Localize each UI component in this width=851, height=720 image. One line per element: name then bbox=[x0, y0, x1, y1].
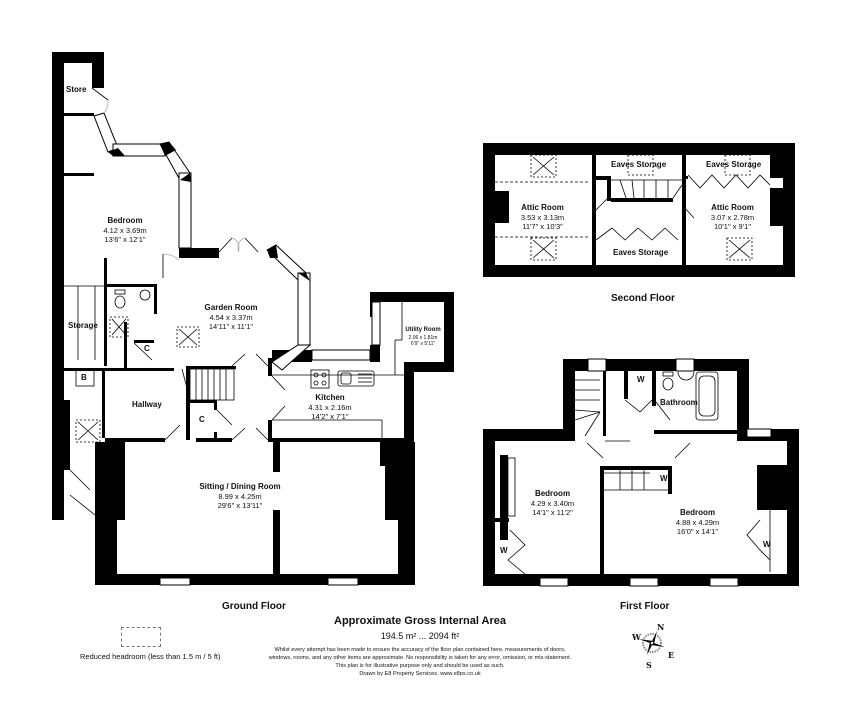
room-imperial: 10'1" x 9'1" bbox=[714, 222, 751, 232]
room-imperial: 11'7" x 10'3" bbox=[522, 222, 563, 232]
room-imperial: 29'6" x 13'11" bbox=[217, 501, 263, 511]
room-name: Garden Room bbox=[204, 303, 258, 312]
first-floor-windows bbox=[539, 358, 772, 587]
room-imperial: 14'1" x 11'2" bbox=[532, 508, 573, 518]
room-metric: 4.12 x 3.69m bbox=[103, 226, 147, 235]
second-floor-walls bbox=[483, 143, 795, 277]
room-bedroom-first-1: Bedroom 4.29 x 3.40m 14'1" x 11'2" bbox=[520, 489, 585, 518]
second-floor-lines bbox=[495, 154, 771, 261]
wardrobe-label: W bbox=[660, 474, 668, 483]
room-imperial: 16'0" x 14'1" bbox=[676, 527, 719, 537]
disclaimer-line: windows, rooms, and any other items are … bbox=[268, 655, 572, 662]
cupboard-label: C bbox=[199, 415, 205, 424]
room-imperial: 14'11" x 11'1" bbox=[208, 322, 254, 332]
gross-area-value: 194.5 m² ... 2094 ft² bbox=[380, 631, 460, 641]
boiler-label: B bbox=[81, 373, 87, 382]
credit-line: Drawn by E8 Property Services. www.e8ps.… bbox=[359, 671, 481, 678]
room-metric: 3.53 x 3.13m bbox=[520, 213, 565, 222]
ground-floor-interior-lines bbox=[64, 87, 408, 516]
first-floor-lines bbox=[507, 371, 771, 575]
disclaimer-line: This plan is for illustrative purpose on… bbox=[335, 663, 505, 670]
room-label-hallway: Hallway bbox=[132, 400, 162, 409]
room-kitchen: Kitchen 4.31 x 2.16m 14'2" x 7'1" bbox=[305, 393, 355, 422]
room-attic-1: Attic Room 3.53 x 3.13m 11'7" x 10'3" bbox=[510, 203, 575, 232]
ground-floor-bay-windows bbox=[93, 112, 381, 586]
room-label-storage: Storage bbox=[68, 321, 98, 330]
room-name: Bedroom bbox=[534, 489, 571, 498]
cupboard-label: C bbox=[144, 344, 150, 353]
room-metric: 4.88 x 4.29m bbox=[675, 518, 720, 527]
first-floor-walls bbox=[483, 359, 799, 586]
gross-area-title: Approximate Gross Internal Area bbox=[334, 615, 506, 627]
reduced-headroom-swatch bbox=[121, 627, 161, 647]
room-sitting-dining: Sitting / Dining Room 8.99 x 4.25m 29'6"… bbox=[195, 482, 285, 511]
room-metric: 3.07 x 2.78m bbox=[710, 213, 755, 222]
room-metric: 8.99 x 4.25m bbox=[218, 492, 262, 501]
room-imperial: 13'6" x 12'1" bbox=[104, 235, 146, 245]
room-metric: 4.29 x 3.40m bbox=[530, 499, 575, 508]
room-label-eaves-storage: Eaves Storage bbox=[611, 160, 667, 169]
room-label-store: Store bbox=[66, 85, 87, 94]
room-name: Attic Room bbox=[521, 203, 564, 212]
room-label-eaves-storage: Eaves Storage bbox=[706, 160, 762, 169]
floor-label-first: First Floor bbox=[620, 601, 670, 612]
room-bedroom-first-2: Bedroom 4.88 x 4.29m 16'0" x 14'1" bbox=[665, 508, 730, 537]
room-name: Attic Room bbox=[711, 203, 754, 212]
wardrobe-label: W bbox=[637, 375, 645, 384]
compass-south-label: S bbox=[646, 660, 652, 670]
room-attic-2: Attic Room 3.07 x 2.78m 10'1" x 9'1" bbox=[700, 203, 765, 232]
reduced-headroom-legend: Reduced headroom (less than 1.5 m / 5 ft… bbox=[80, 652, 221, 661]
disclaimer: Whilst every attempt has been made to en… bbox=[230, 646, 610, 678]
room-name: Sitting / Dining Room bbox=[199, 482, 281, 491]
room-imperial: 6'9" x 5'11" bbox=[410, 340, 436, 347]
room-bedroom-ground: Bedroom 4.12 x 3.69m 13'6" x 12'1" bbox=[95, 216, 155, 245]
compass-west-label: W bbox=[632, 632, 641, 642]
compass-east-label: E bbox=[668, 650, 675, 660]
room-name: Utility Room bbox=[405, 327, 441, 333]
room-metric: 4.54 x 3.37m bbox=[209, 313, 253, 322]
room-metric: 4.31 x 2.16m bbox=[308, 403, 352, 412]
wardrobe-label: W bbox=[500, 546, 508, 555]
floor-label-ground: Ground Floor bbox=[222, 601, 286, 612]
room-label-eaves-storage: Eaves Storage bbox=[613, 248, 669, 257]
room-garden-room: Garden Room 4.54 x 3.37m 14'11" x 11'1" bbox=[196, 303, 266, 332]
compass-north-label: N bbox=[657, 622, 665, 632]
room-label-bathroom: Bathroom bbox=[660, 398, 698, 407]
room-name: Bedroom bbox=[107, 216, 143, 225]
wardrobe-label: W bbox=[763, 540, 771, 549]
room-name: Kitchen bbox=[315, 393, 345, 402]
room-utility-room: Utility Room 2.06 x 1.81m 6'9" x 5'11" bbox=[402, 327, 444, 347]
compass-rose-icon bbox=[639, 631, 665, 655]
floor-label-second: Second Floor bbox=[611, 293, 675, 304]
room-imperial: 14'2" x 7'1" bbox=[311, 412, 349, 422]
room-metric: 2.06 x 1.81m bbox=[408, 334, 438, 341]
disclaimer-line: Whilst every attempt has been made to en… bbox=[274, 647, 566, 653]
room-name: Bedroom bbox=[679, 508, 716, 517]
